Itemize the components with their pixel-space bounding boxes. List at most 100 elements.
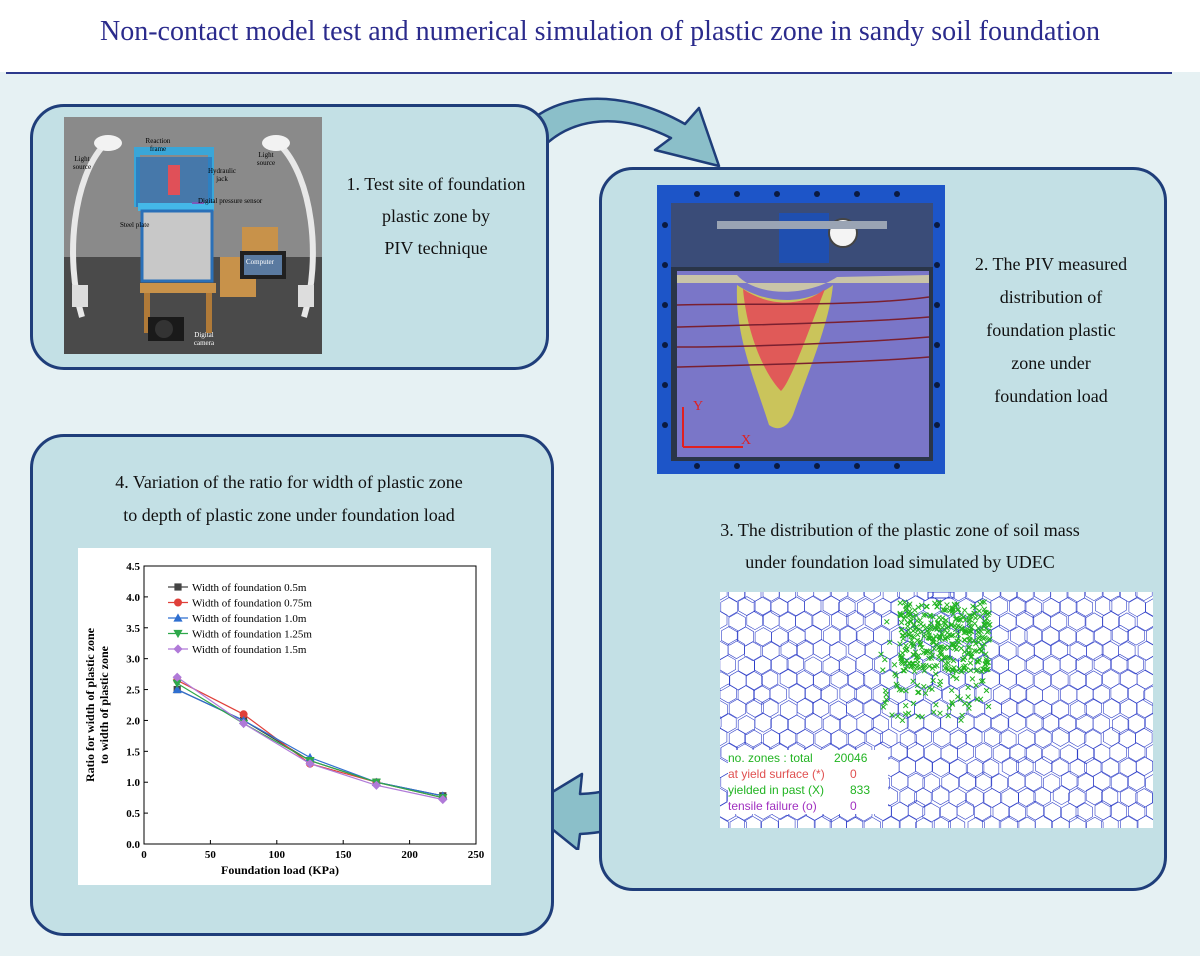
udec-cell (1069, 814, 1087, 828)
udec-yield-mark (951, 665, 957, 671)
udec-yield-mark (973, 682, 979, 688)
udec-cell (737, 685, 755, 705)
udec-cell (736, 626, 755, 647)
udec-cell (1076, 627, 1094, 647)
udec-cell (1092, 714, 1110, 734)
udec-yield-mark (951, 642, 957, 648)
udec-cell (737, 655, 756, 676)
udec-cell (863, 816, 881, 828)
udec-cell (1051, 727, 1070, 747)
udec-yield-mark (942, 620, 949, 626)
udec-cell (1009, 743, 1027, 764)
udec-cell (1042, 773, 1061, 794)
udec-cell (1085, 785, 1104, 806)
udec-yield-mark (891, 662, 898, 668)
udec-cell (848, 639, 866, 659)
udec-yield-mark (901, 615, 907, 622)
udec-yield-mark (914, 631, 921, 638)
udec-cell (814, 815, 832, 828)
udec-yield-mark (901, 667, 907, 674)
udec-cell (1018, 729, 1036, 749)
udec-legend-row: at yield surface (*) 0 (728, 766, 888, 782)
udec-yield-mark (967, 628, 974, 634)
udec-cell (1127, 625, 1145, 646)
udec-cell (839, 625, 857, 646)
title-rule (6, 72, 1172, 74)
udec-yield-mark (898, 659, 905, 665)
udec-cell (1069, 670, 1087, 691)
udec-cell (1101, 640, 1119, 661)
data-point (239, 710, 248, 719)
photo-label-steel-plate: Steel plate (120, 221, 150, 229)
photo-label-light-source-left: Light source (72, 155, 92, 171)
udec-yield-mark (911, 668, 918, 674)
udec-cell (1016, 669, 1034, 690)
udec-yield-mark (897, 641, 903, 647)
piv-photo: Y X (657, 185, 945, 474)
udec-cell (829, 815, 847, 828)
udec-cell (753, 685, 771, 705)
udec-yield-mark (944, 602, 950, 608)
udec-cell (882, 592, 900, 604)
udec-yield-mark (913, 612, 919, 619)
udec-yield-mark (911, 607, 918, 613)
udec-yield-mark (953, 616, 960, 622)
udec-cell (922, 773, 940, 794)
udec-cell (914, 727, 932, 747)
udec-cell (1102, 726, 1121, 747)
udec-cell (871, 714, 889, 735)
udec-cell (1051, 699, 1069, 720)
udec-yield-mark (901, 599, 908, 605)
udec-cell (933, 727, 951, 748)
udec-cell (780, 639, 798, 660)
udec-yield-mark (916, 665, 923, 671)
udec-cell (720, 700, 728, 719)
udec-cell (753, 655, 772, 676)
udec-yield-mark (974, 667, 981, 673)
udec-cell (786, 654, 804, 674)
udec-cell (1145, 744, 1153, 762)
udec-cell (778, 814, 796, 828)
udec-yield-mark (985, 666, 991, 673)
udec-cell (778, 611, 796, 632)
udec-cell (770, 714, 788, 735)
udec-cell (982, 669, 1000, 690)
udec-yield-mark (959, 626, 966, 632)
udec-yield-mark (903, 687, 909, 694)
udec-cell (916, 592, 934, 601)
udec-yield-mark (982, 609, 988, 615)
udec-cell (1075, 802, 1093, 822)
udec-yield-mark (961, 665, 967, 672)
udec-yield-mark (886, 639, 893, 646)
udec-cell (1024, 743, 1042, 764)
udec-yield-mark (918, 602, 925, 609)
udec-cell (983, 788, 1001, 808)
udec-cell (1000, 592, 1018, 602)
udec-cell (720, 713, 737, 733)
udec-yield-mark (968, 654, 974, 661)
udec-cell (1109, 595, 1127, 616)
udec-cell (839, 683, 857, 704)
udec-yield-mark (923, 603, 930, 610)
panel2-label-line: distribution of (999, 287, 1103, 307)
udec-cell (950, 592, 968, 602)
udec-cell (1024, 598, 1042, 618)
udec-cell (728, 728, 747, 749)
udec-cell (915, 756, 933, 777)
udec-cell (1041, 712, 1059, 733)
udec-cell (788, 714, 806, 735)
udec-cell (1069, 758, 1087, 779)
udec-cell (1086, 816, 1104, 828)
udec-yield-mark (921, 668, 928, 674)
udec-cell (932, 757, 950, 778)
udec-yield-mark (904, 619, 911, 626)
udec-cell (914, 787, 932, 808)
y-tick-label: 1.5 (126, 746, 140, 758)
udec-cell (812, 698, 830, 718)
udec-yield-mark (936, 632, 943, 639)
udec-cell (761, 816, 779, 828)
udec-cell (1010, 684, 1028, 704)
legend-entry: Width of foundation 1.0m (192, 613, 307, 625)
udec-yield-mark (914, 682, 921, 689)
